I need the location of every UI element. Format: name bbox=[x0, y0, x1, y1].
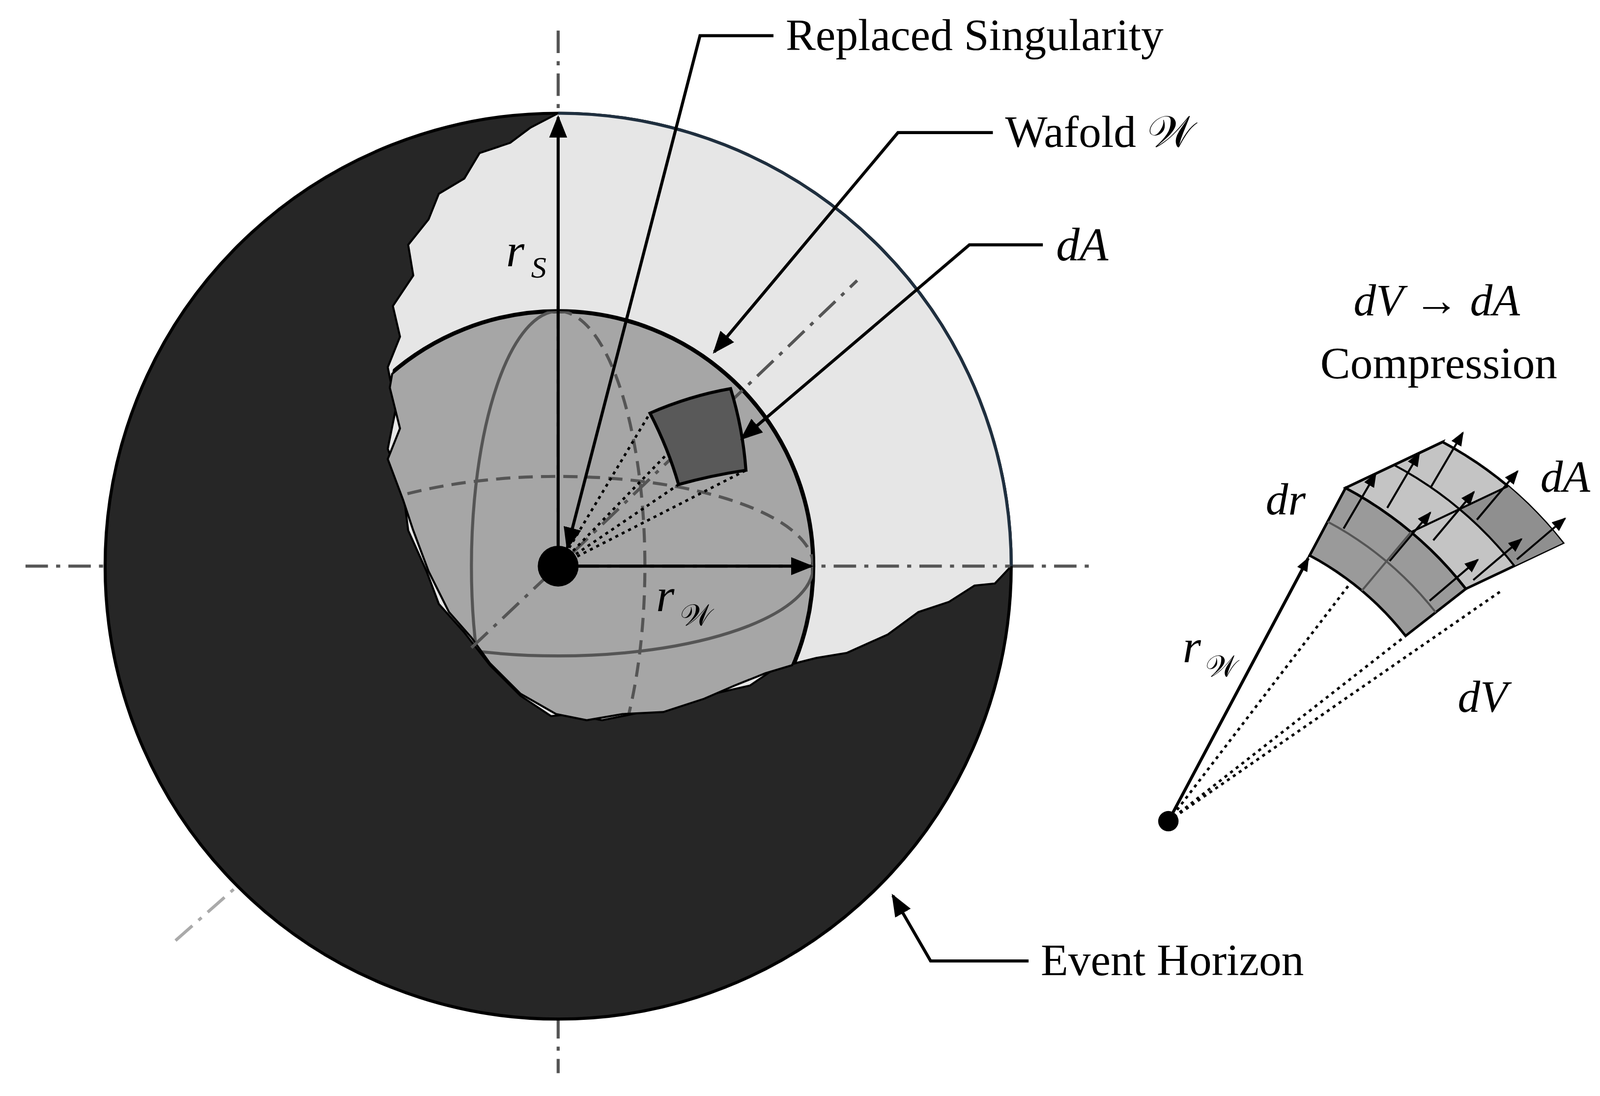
callout-label: dA bbox=[1056, 221, 1109, 269]
callout-label: dr bbox=[1265, 477, 1306, 523]
jagged-edge bbox=[387, 351, 827, 721]
axis-line bbox=[571, 280, 858, 555]
callout-label: dA bbox=[1540, 455, 1591, 500]
axes bbox=[25, 30, 1097, 1074]
radius-rs-arrow bbox=[556, 117, 560, 552]
compression-inset bbox=[1158, 432, 1566, 832]
callout-label: Wafold 𝒲 bbox=[1004, 110, 1195, 155]
axis-line bbox=[471, 577, 546, 648]
leader-lines bbox=[567, 35, 1044, 962]
callout-label: r bbox=[506, 227, 525, 275]
callout-label: 𝒲 bbox=[680, 600, 712, 631]
event-horizon bbox=[105, 113, 1012, 1020]
axes bbox=[471, 280, 1010, 649]
callout-label: Replaced Singularity bbox=[785, 13, 1164, 58]
callout-label: Compression bbox=[1320, 342, 1558, 387]
callout-label: dV bbox=[1457, 675, 1508, 721]
callout-label: 𝒲 bbox=[1205, 651, 1237, 682]
callout-label: r bbox=[656, 572, 675, 620]
callout-label: Event Horizon bbox=[1040, 938, 1304, 984]
callout-label: r bbox=[1182, 623, 1201, 671]
callout-label: S bbox=[531, 252, 547, 283]
radius-rw-arrow bbox=[571, 564, 812, 568]
callout-label: dV → dA bbox=[1353, 278, 1520, 324]
replaced-singularity-dot bbox=[537, 545, 579, 587]
